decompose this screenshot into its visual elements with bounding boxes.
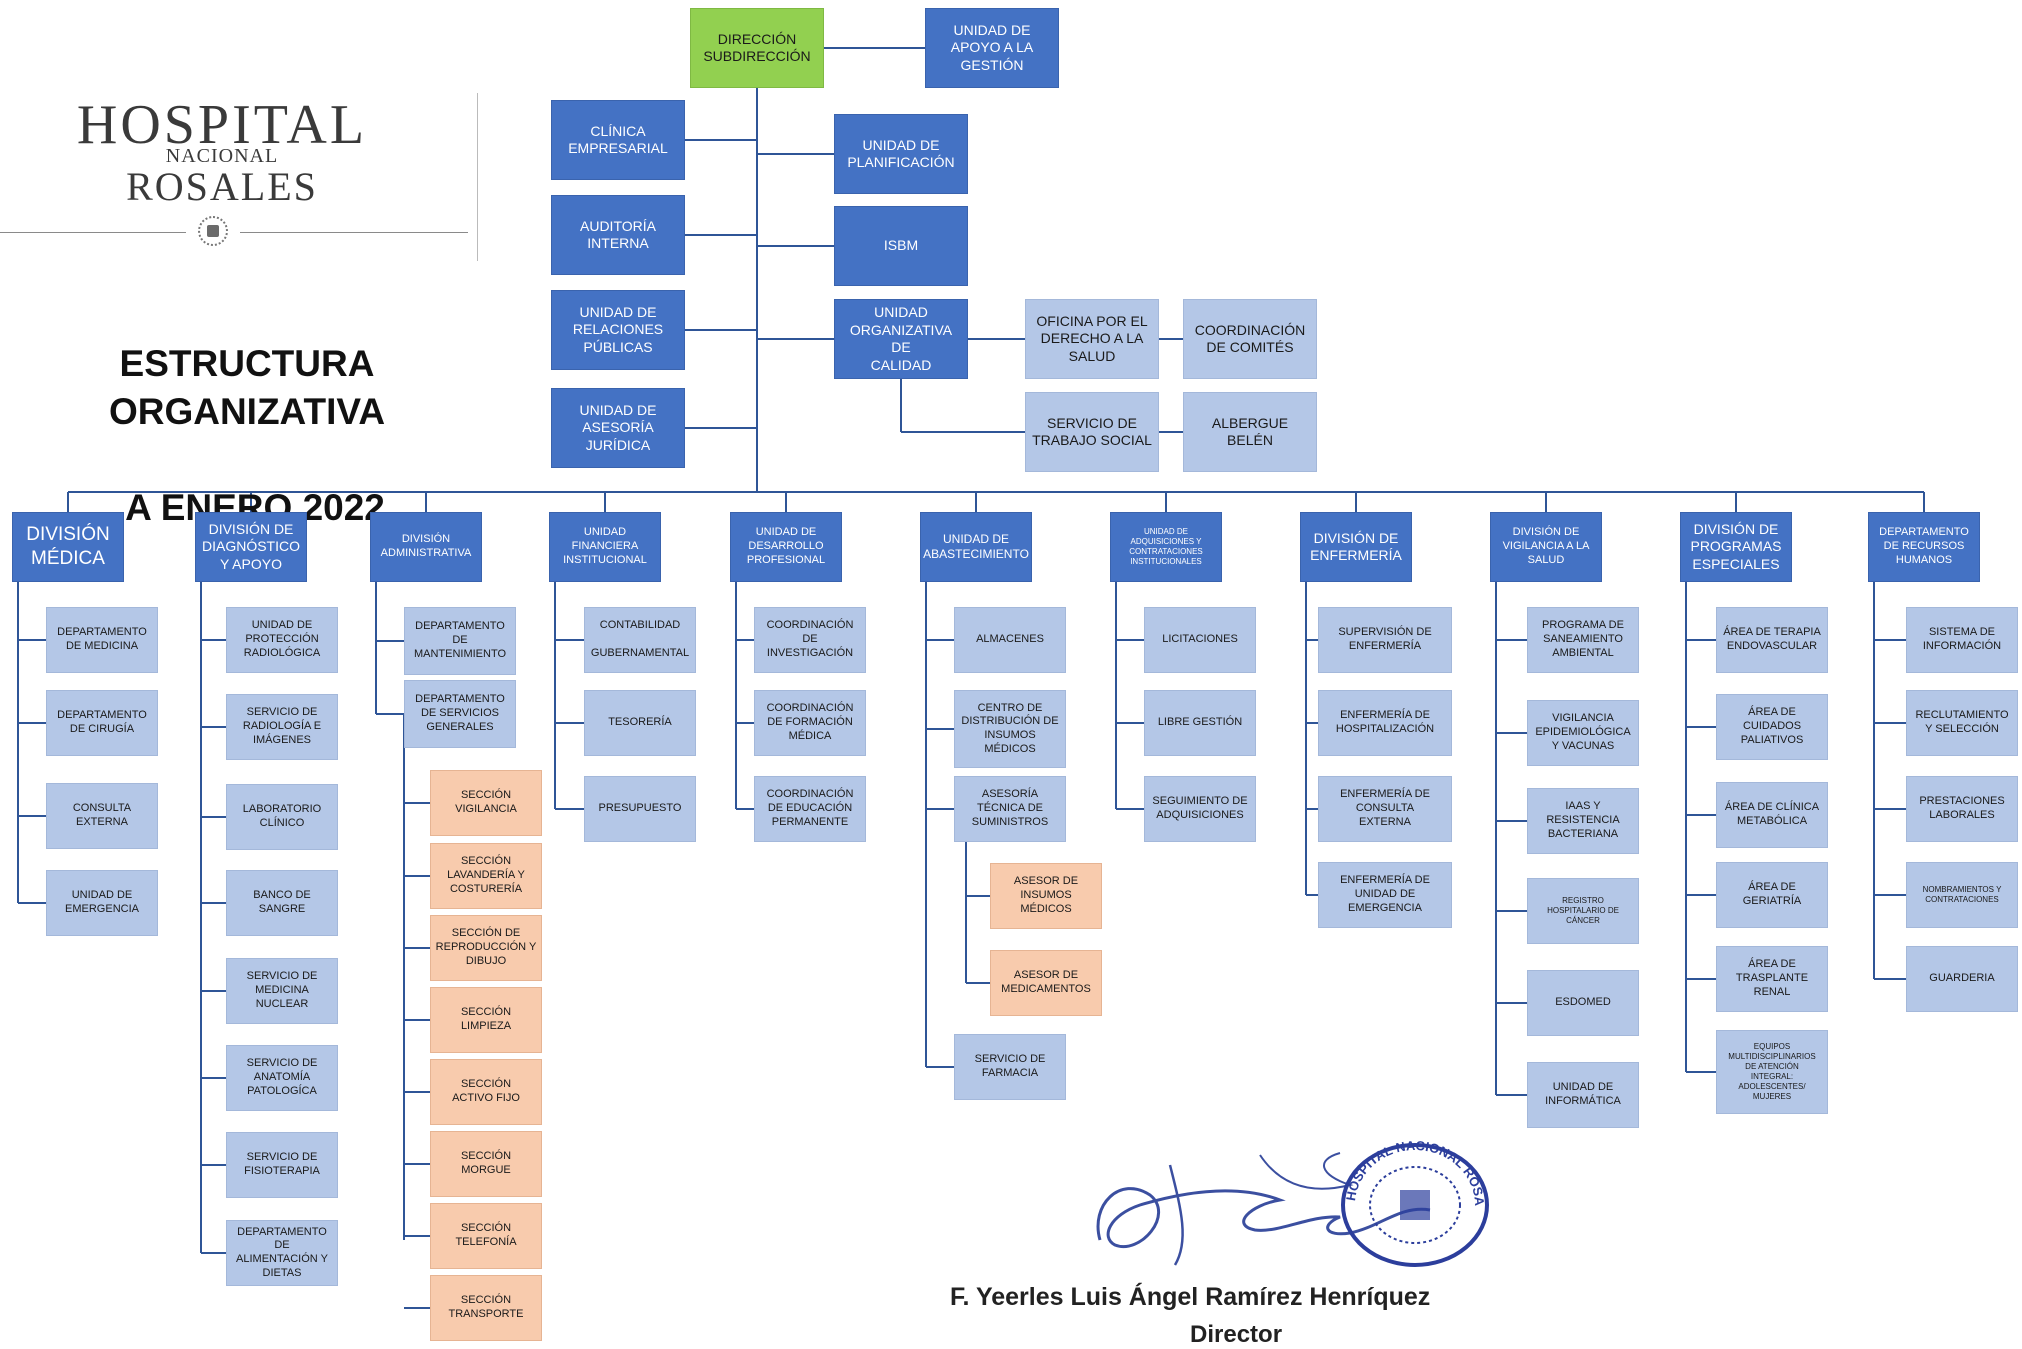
relaciones-publicas-box: UNIDAD DE RELACIONES PÚBLICAS — [551, 290, 685, 370]
unit-adquisiciones-1-box: LICITACIONES — [1144, 607, 1256, 673]
unidad-apoyo-gestion-box: UNIDAD DE APOYO A LA GESTIÓN — [925, 8, 1059, 88]
unit-enfermeria-3-box: ENFERMERÍA DE CONSULTA EXTERNA — [1318, 776, 1452, 842]
division-medica-box: DIVISIÓN MÉDICA — [12, 512, 124, 582]
seccion-8-box: SECCIÓN TRANSPORTE — [430, 1275, 542, 1341]
logo-line-rosales: ROSALES — [126, 164, 318, 209]
official-stamp: HOSPITAL NACIONAL ROSALES — [1326, 1128, 1500, 1270]
division-administrativa-box: DIVISIÓN ADMINISTRATIVA — [370, 512, 482, 582]
chart-title: ESTRUCTURA ORGANIZATIVA A ENERO 2022 — [0, 292, 510, 532]
unit-programas-4-box: ÁREA DE GERIATRÍA — [1716, 862, 1828, 928]
unit-vigilancia-5-box: ESDOMED — [1527, 970, 1639, 1036]
logo-rule-left — [0, 232, 186, 233]
unit-diagnostico-7-box: SERVICIO DE FISIOTERAPIA — [226, 1132, 338, 1198]
unit-medica-3-box: CONSULTA EXTERNA — [46, 783, 158, 849]
division-diagnostico-box: DIVISIÓN DE DIAGNÓSTICO Y APOYO — [195, 512, 307, 582]
unit-programas-1-box: ÁREA DE TERAPIA ENDOVASCULAR — [1716, 607, 1828, 673]
unit-administrativa-2-box: DEPARTAMENTO DE SERVICIOS GENERALES — [404, 680, 516, 748]
unit-diagnostico-8-box: DEPARTAMENTO DE ALIMENTACIÓN Y DIETAS — [226, 1220, 338, 1286]
national-seal-icon — [198, 216, 228, 246]
unit-diagnostico-6-box: SERVICIO DE ANATOMÍA PATOLOGÍCA — [226, 1045, 338, 1111]
seccion-6-box: SECCIÓN MORGUE — [430, 1131, 542, 1197]
unit-programas-2-box: ÁREA DE CUIDADOS PALIATIVOS — [1716, 694, 1828, 760]
seccion-3-box: SECCIÓN DE REPRODUCCIÓN Y DIBUJO — [430, 915, 542, 981]
trabajo-social-box: SERVICIO DE TRABAJO SOCIAL — [1025, 392, 1159, 472]
unit-medica-4-box: UNIDAD DE EMERGENCIA — [46, 870, 158, 936]
unit-medica-1-box: DEPARTAMENTO DE MEDICINA — [46, 607, 158, 673]
albergue-belen-box: ALBERGUE BELÉN — [1183, 392, 1317, 472]
unit-rrhh-2-box: RECLUTAMIENTO Y SELECCIÓN — [1906, 690, 2018, 756]
unit-vigilancia-2-box: VIGILANCIA EPIDEMIOLÓGICA Y VACUNAS — [1527, 700, 1639, 766]
unit-programas-3-box: ÁREA DE CLÍNICA METABÓLICA — [1716, 782, 1828, 848]
unit-vigilancia-1-box: PROGRAMA DE SANEAMIENTO AMBIENTAL — [1527, 607, 1639, 673]
unit-programas-6-box: EQUIPOS MULTIDISCIPLINARIOS DE ATENCIÓN … — [1716, 1030, 1828, 1114]
division-adquisiciones-box: UNIDAD DE ADQUISICIONES Y CONTRATACIONES… — [1110, 512, 1222, 582]
division-programas-box: DIVISIÓN DE PROGRAMAS ESPECIALES — [1680, 512, 1792, 582]
unit-vigilancia-6-box: UNIDAD DE INFORMÁTICA — [1527, 1062, 1639, 1128]
division-enfermeria-box: DIVISIÓN DE ENFERMERÍA — [1300, 512, 1412, 582]
planificacion-box: UNIDAD DE PLANIFICACIÓN — [834, 114, 968, 194]
division-financiera-box: UNIDAD FINANCIERA INSTITUCIONAL — [549, 512, 661, 582]
unit-diagnostico-4-box: BANCO DE SANGRE — [226, 870, 338, 936]
unit-adquisiciones-3-box: SEGUIMIENTO DE ADQUISICIONES — [1144, 776, 1256, 842]
unit-diagnostico-2-box: SERVICIO DE RADIOLOGÍA E IMÁGENES — [226, 694, 338, 760]
division-abastecimiento-box: UNIDAD DE ABASTECIMIENTO — [920, 512, 1032, 582]
unit-enfermeria-4-box: ENFERMERÍA DE UNIDAD DE EMERGENCIA — [1318, 862, 1452, 928]
stamp-graphic: HOSPITAL NACIONAL ROSALES — [1326, 1128, 1489, 1267]
unit-rrhh-4-box: NOMBRAMIENTOS Y CONTRATACIONES — [1906, 862, 2018, 928]
unit-financiera-1-box: CONTABILIDAD GUBERNAMENTAL — [584, 607, 696, 673]
asesoria-juridica-box: UNIDAD DE ASESORÍA JURÍDICA — [551, 388, 685, 468]
unit-rrhh-3-box: PRESTACIONES LABORALES — [1906, 776, 2018, 842]
unit-financiera-3-box: PRESUPUESTO — [584, 776, 696, 842]
logo-line-nacional: NACIONAL — [165, 145, 279, 167]
division-rrhh-box: DEPARTAMENTO DE RECURSOS HUMANOS — [1868, 512, 1980, 582]
unit-abastecimiento-2-box: CENTRO DE DISTRIBUCIÓN DE INSUMOS MÉDICO… — [954, 690, 1066, 768]
unit-desarrollo-3-box: COORDINACIÓN DE EDUCACIÓN PERMANENTE — [754, 776, 866, 842]
unit-vigilancia-3-box: IAAS Y RESISTENCIA BACTERIANA — [1527, 788, 1639, 854]
unit-administrativa-1-box: DEPARTAMENTO DE MANTENIMIENTO — [404, 607, 516, 675]
unit-desarrollo-1-box: COORDINACIÓN DE INVESTIGACIÓN — [754, 607, 866, 673]
unit-enfermeria-2-box: ENFERMERÍA DE HOSPITALIZACIÓN — [1318, 690, 1452, 756]
unit-diagnostico-3-box: LABORATORIO CLÍNICO — [226, 784, 338, 850]
director-title: Director — [1190, 1321, 1283, 1348]
unit-abastecimiento-1-box: ALMACENES — [954, 607, 1066, 673]
derecho-salud-box: OFICINA POR EL DERECHO A LA SALUD — [1025, 299, 1159, 379]
clinica-empresarial-box: CLÍNICA EMPRESARIAL — [551, 100, 685, 180]
seccion-5-box: SECCIÓN ACTIVO FIJO — [430, 1059, 542, 1125]
unit-diagnostico-1-box: UNIDAD DE PROTECCIÓN RADIOLÓGICA — [226, 607, 338, 673]
isbm-box: ISBM — [834, 206, 968, 286]
hospital-logo: HOSPITAL NACIONAL ROSALES — [0, 93, 478, 261]
asesor-medicamentos-box: ASESOR DE MEDICAMENTOS — [990, 950, 1102, 1016]
unit-programas-5-box: ÁREA DE TRASPLANTE RENAL — [1716, 946, 1828, 1012]
unit-enfermeria-1-box: SUPERVISIÓN DE ENFERMERÍA — [1318, 607, 1452, 673]
unit-financiera-2-box: TESORERÍA — [584, 690, 696, 756]
logo-line-hospital: HOSPITAL — [76, 94, 368, 156]
direccion-subdireccion-box: DIRECCIÓN SUBDIRECCIÓN — [690, 8, 824, 88]
asesor-insumos-box: ASESOR DE INSUMOS MÉDICOS — [990, 863, 1102, 929]
unit-abastecimiento-3-box: ASESORÍA TÉCNICA DE SUMINISTROS — [954, 776, 1066, 842]
unit-desarrollo-2-box: COORDINACIÓN DE FORMACIÓN MÉDICA — [754, 690, 866, 756]
seccion-7-box: SECCIÓN TELEFONÍA — [430, 1203, 542, 1269]
unit-vigilancia-4-box: REGISTRO HOSPITALARIO DE CÁNCER — [1527, 878, 1639, 944]
coordinacion-comites-box: COORDINACIÓN DE COMITÉS — [1183, 299, 1317, 379]
seccion-4-box: SECCIÓN LIMPIEZA — [430, 987, 542, 1053]
division-vigilancia-box: DIVISIÓN DE VIGILANCIA A LA SALUD — [1490, 512, 1602, 582]
unit-diagnostico-5-box: SERVICIO DE MEDICINA NUCLEAR — [226, 958, 338, 1024]
auditoria-interna-box: AUDITORÍA INTERNA — [551, 195, 685, 275]
seccion-2-box: SECCIÓN LAVANDERÍA Y COSTURERÍA — [430, 843, 542, 909]
logo-rule-right — [240, 232, 468, 233]
division-desarrollo-box: UNIDAD DE DESARROLLO PROFESIONAL — [730, 512, 842, 582]
unit-adquisiciones-2-box: LIBRE GESTIÓN — [1144, 690, 1256, 756]
calidad-box: UNIDAD ORGANIZATIVA DE CALIDAD — [834, 299, 968, 379]
handwritten-signature — [1096, 1152, 1431, 1266]
seccion-1-box: SECCIÓN VIGILANCIA — [430, 770, 542, 836]
unit-rrhh-5-box: GUARDERIA — [1906, 946, 2018, 1012]
unit-rrhh-1-box: SISTEMA DE INFORMACIÓN — [1906, 607, 2018, 673]
director-name: F. Yeerles Luis Ángel Ramírez Henríquez — [950, 1283, 1431, 1311]
chart-title-line-1: ESTRUCTURA ORGANIZATIVA — [108, 343, 386, 433]
unit-abastecimiento-4-box: SERVICIO DE FARMACIA — [954, 1034, 1066, 1100]
unit-medica-2-box: DEPARTAMENTO DE CIRUGÍA — [46, 690, 158, 756]
